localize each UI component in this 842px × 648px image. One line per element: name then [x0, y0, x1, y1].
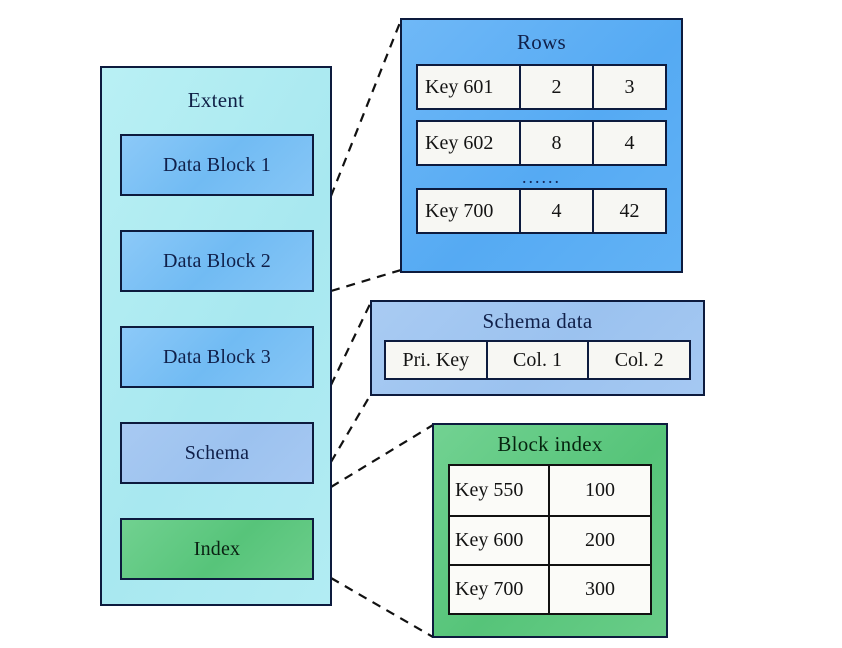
rows-row-3: Key 700 4 42 [416, 188, 667, 234]
block-index-cell-key: Key 700 [450, 566, 550, 613]
schema-data-table: Pri. Key Col. 1 Col. 2 [384, 340, 691, 380]
rows-spacer [416, 110, 667, 120]
connector-datablock2-to-rows-top [329, 19, 403, 197]
schema-column-pri-key: Pri. Key [386, 342, 486, 378]
block-index-row: Key 600 200 [450, 515, 650, 564]
block-index-cell-offset: 200 [585, 529, 615, 551]
connector-datablock2-to-rows-bottom [330, 268, 402, 293]
block-index-cell-offset: 300 [585, 578, 615, 600]
schema-data-panel-title: Schema data [482, 309, 593, 333]
block-index-cell-key: Key 550 [450, 466, 550, 515]
rows-row-1: Key 601 2 3 [416, 64, 667, 110]
extent-block-data-block-1[interactable]: Data Block 1 [120, 134, 314, 196]
rows-cell-col2: 3 [592, 66, 665, 108]
connector-index-to-blockindex-top [330, 424, 434, 488]
extent-block-data-block-3[interactable]: Data Block 3 [120, 326, 314, 388]
rows-cell-col2: 4 [592, 122, 665, 164]
connector-index-to-blockindex-bottom [330, 577, 434, 638]
extent-container: Extent Data Block 1 Data Block 2 Data Bl… [100, 66, 332, 606]
extent-block-label: Index [193, 537, 241, 560]
rows-cell-col2: 42 [592, 190, 665, 232]
extent-block-index[interactable]: Index [120, 518, 314, 580]
rows-panel-title: Rows [516, 30, 567, 54]
block-index-cell-key: Key 600 [450, 517, 550, 564]
rows-cell-col1: 8 [521, 122, 592, 164]
block-index-table: Key 550 100 Key 600 200 Key 700 300 [448, 464, 652, 615]
extent-title: Extent [187, 88, 245, 112]
block-index-panel: Block index Key 550 100 Key 600 200 Key … [432, 423, 668, 638]
extent-block-label: Schema [184, 441, 250, 464]
rows-row-2: Key 602 8 4 [416, 120, 667, 166]
extent-block-label: Data Block 2 [163, 249, 271, 272]
extent-block-data-block-2[interactable]: Data Block 2 [120, 230, 314, 292]
schema-column-col-1: Col. 1 [485, 342, 588, 378]
block-index-cell-offset: 100 [585, 479, 615, 501]
rows-ellipsis: ...... [522, 167, 561, 187]
connector-schema-to-schemadata-bottom [330, 393, 372, 463]
schema-data-panel: Schema data Pri. Key Col. 1 Col. 2 [370, 300, 705, 396]
connector-schema-to-schemadata-top [330, 301, 372, 386]
block-index-row: Key 700 300 [450, 564, 650, 613]
extent-block-label: Data Block 1 [163, 153, 271, 176]
rows-cell-key: Key 700 [418, 190, 521, 232]
extent-block-schema[interactable]: Schema [120, 422, 314, 484]
extent-block-label: Data Block 3 [163, 345, 271, 368]
block-index-row: Key 550 100 [450, 466, 650, 515]
rows-panel: Rows Key 601 2 3 Key 602 8 4 ...... Key … [400, 18, 683, 273]
rows-cell-col1: 4 [521, 190, 592, 232]
block-index-panel-title: Block index [497, 432, 603, 456]
rows-cell-key: Key 602 [418, 122, 521, 164]
schema-column-col-2: Col. 2 [587, 342, 690, 378]
rows-cell-col1: 2 [521, 66, 592, 108]
rows-cell-key: Key 601 [418, 66, 521, 108]
